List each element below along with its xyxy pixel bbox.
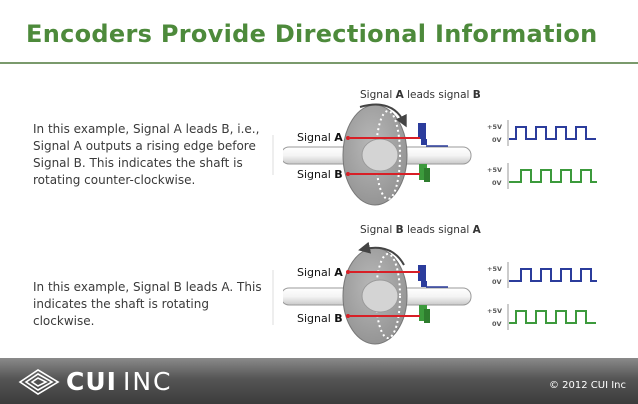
volt-high-a1: +5V (487, 123, 502, 131)
label-signal-b-upper: Signal B (297, 168, 343, 181)
sensor-b-bottom (419, 305, 427, 321)
rotation-arrow-a (359, 103, 407, 128)
sensor-a-bottom (418, 265, 426, 281)
disc-hub-b (361, 279, 399, 313)
waveform-signal-b-upper (509, 169, 597, 183)
waveform-signal-b-lower (509, 310, 596, 324)
volt-low-b2: 0V (492, 320, 502, 328)
copyright-notice: © 2012 CUI Inc (548, 380, 626, 391)
slide-title: Encoders Provide Directional Information (26, 20, 598, 48)
sensor-b-top (419, 164, 427, 180)
volt-low-a2: 0V (492, 179, 502, 187)
volt-high-a2: +5V (487, 166, 502, 174)
volt-high-b1: +5V (487, 265, 502, 273)
sensor-a-top (418, 123, 426, 139)
encoder-example-b: Signal B leads signal A Signal A (272, 224, 597, 345)
label-signal-a-upper: Signal A (297, 131, 343, 144)
volt-high-b2: +5V (487, 307, 502, 315)
waveform-signal-a-lower (509, 268, 597, 282)
label-signal-a-lower: Signal A (297, 266, 343, 279)
disc-hub-a (361, 138, 399, 172)
description-example-a: In this example, Signal A leads B, i.e.,… (33, 122, 260, 187)
shaft-end-mask-a (273, 141, 283, 169)
volt-low-a1: 0V (492, 136, 502, 144)
caption-example-a: Signal A leads signal B (360, 89, 481, 101)
encoder-example-a: Signal A leads signal B Si (272, 89, 597, 206)
cui-logo-icon (18, 369, 60, 395)
label-signal-b-lower: Signal B (297, 312, 343, 325)
rotation-arrow-b (358, 241, 405, 266)
description-example-b: In this example, Signal B leads A. This … (33, 280, 262, 328)
volt-low-b1: 0V (492, 278, 502, 286)
title-divider (0, 62, 638, 64)
caption-example-b: Signal B leads signal A (360, 224, 482, 236)
waveform-signal-a-upper (509, 126, 596, 140)
